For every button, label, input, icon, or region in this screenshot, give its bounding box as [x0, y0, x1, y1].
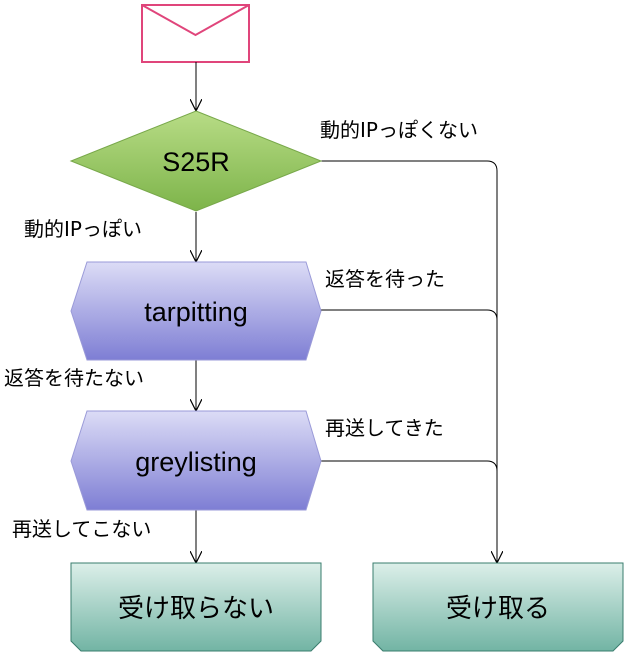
reject-result: 受け取らない	[70, 562, 322, 652]
edge-label-did-not-wait: 返答を待たない	[4, 366, 144, 390]
s25r-label: S25R	[162, 147, 230, 177]
tarpitting-process: tarpitting	[70, 261, 322, 361]
s25r-decision: S25R	[69, 110, 323, 212]
edge-label-not-resent: 再送してこない	[12, 517, 151, 541]
accept-label: 受け取る	[446, 594, 550, 624]
reject-label: 受け取らない	[118, 594, 274, 624]
accept-result: 受け取る	[372, 562, 624, 652]
envelope-icon	[141, 4, 250, 63]
tarpitting-label: tarpitting	[144, 297, 248, 327]
greylisting-process: greylisting	[70, 410, 322, 511]
edge-label-dynamic-ip: 動的IPっぽい	[24, 217, 142, 241]
edge-tarpitting-to-accept	[321, 309, 498, 321]
edge-label-waited-reply: 返答を待った	[325, 267, 445, 291]
edge-label-resent: 再送してきた	[325, 416, 444, 440]
edge-greylisting-to-accept	[321, 460, 498, 472]
greylisting-label: greylisting	[135, 447, 257, 477]
edge-label-not-dynamic-ip: 動的IPっぽくない	[320, 118, 478, 142]
edge-s25r-to-accept	[321, 160, 497, 562]
